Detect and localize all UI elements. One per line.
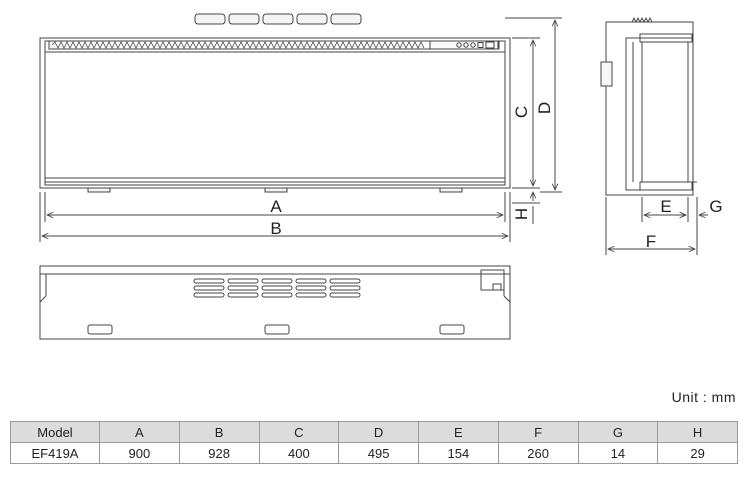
dimension-b (39, 192, 511, 242)
side-bracket (600, 61, 613, 87)
dimension-a (44, 192, 506, 222)
label-f: F (646, 232, 656, 251)
header-model: Model (10, 421, 100, 443)
label-e: E (660, 197, 671, 216)
header-f: F (497, 421, 579, 443)
cell-model: EF419A (10, 442, 100, 464)
unit-label: Unit : mm (671, 389, 736, 405)
cell-f: 260 (497, 442, 579, 464)
side-view (600, 16, 697, 196)
side-outer-body (605, 21, 694, 196)
dimension-g (676, 197, 708, 255)
header-b: B (178, 421, 260, 443)
spec-table-header-row: Model A B C D E F G H (10, 421, 738, 443)
dimension-f (605, 197, 695, 255)
cell-g: 14 (577, 442, 659, 464)
control-panel (429, 40, 499, 50)
side-top-ribs (631, 16, 653, 24)
label-b: B (270, 219, 281, 238)
header-c: C (258, 421, 340, 443)
dimension-d (505, 17, 562, 193)
cell-h: 29 (657, 442, 738, 464)
header-h: H (657, 421, 738, 443)
cell-d: 495 (338, 442, 419, 464)
top-view (39, 265, 511, 340)
front-view (39, 13, 511, 193)
dimension-h (512, 192, 540, 224)
table-row: EF419A 900 928 400 495 154 260 14 29 (10, 442, 738, 464)
label-g: G (709, 197, 722, 216)
technical-drawing: A B C D H (39, 13, 723, 340)
front-glass (44, 51, 506, 179)
dimension-c (512, 37, 540, 189)
label-d: D (535, 102, 554, 114)
top-vent-strip (48, 40, 500, 50)
spec-table: Model A B C D E F G H EF419A 900 928 400… (10, 421, 738, 464)
header-a: A (99, 421, 180, 443)
label-c: C (512, 106, 531, 118)
cell-a: 900 (99, 442, 180, 464)
header-e: E (418, 421, 499, 443)
label-a: A (270, 197, 282, 216)
label-h: H (512, 208, 531, 220)
front-outer-frame (39, 37, 511, 189)
cell-b: 928 (178, 442, 260, 464)
cell-c: 400 (258, 442, 340, 464)
front-top-tabs (194, 13, 362, 25)
cell-e: 154 (418, 442, 499, 464)
top-vent-slots (193, 278, 361, 298)
vent-pattern (51, 41, 425, 49)
header-d: D (338, 421, 419, 443)
header-g: G (577, 421, 659, 443)
